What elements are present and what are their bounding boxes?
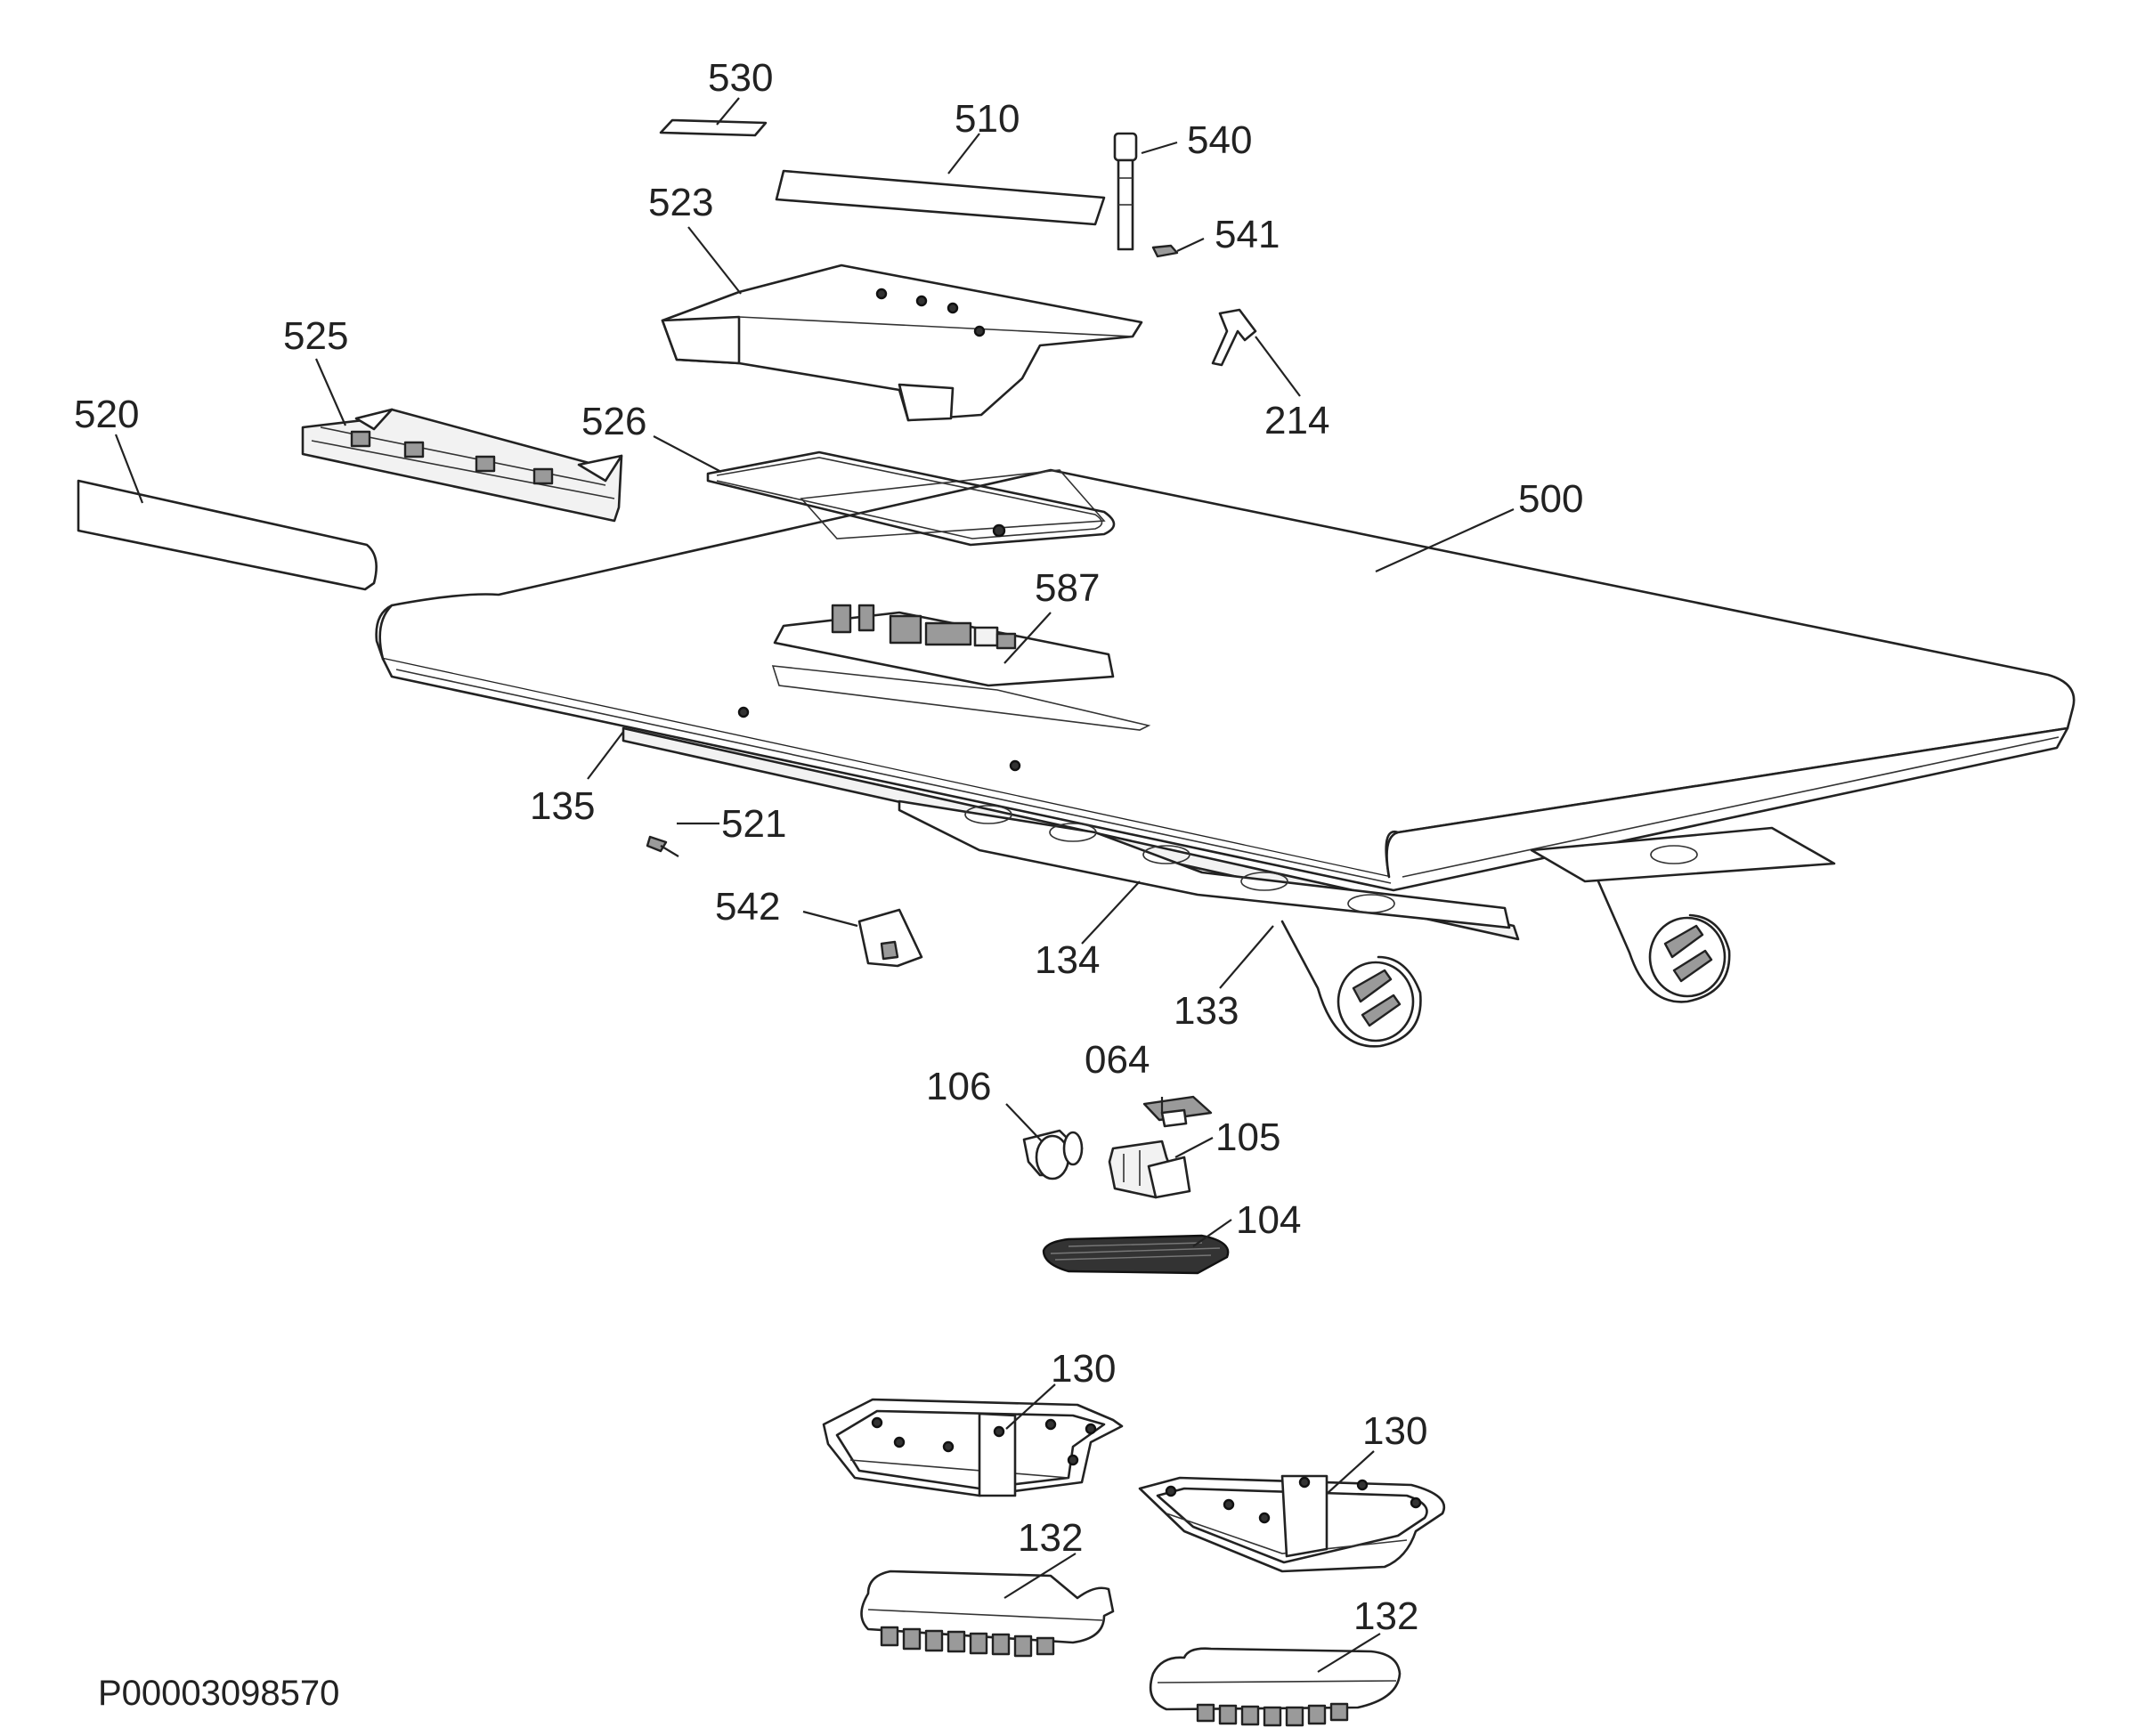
- callout-542: 542: [715, 885, 780, 929]
- callout-523: 523: [648, 181, 713, 224]
- part-132-drawer-left: [860, 1570, 1115, 1658]
- callout-510: 510: [955, 97, 1020, 141]
- callout-064: 064: [1085, 1038, 1150, 1082]
- part-105-housing: [1108, 1140, 1191, 1199]
- part-130-pan-left: [822, 1398, 1124, 1497]
- part-510-sheet: [775, 169, 1106, 226]
- part-133-knob-right: [1597, 880, 1731, 1003]
- part-500-panel: [375, 468, 2076, 892]
- callout-540: 540: [1187, 118, 1252, 162]
- part-104-mesh-plate: [1042, 1234, 1230, 1275]
- part-132-drawer-right: [1149, 1647, 1402, 1727]
- part-214-connector: [1211, 308, 1257, 367]
- part-133-knob-left: [1280, 920, 1422, 1048]
- callout-130-right: 130: [1362, 1409, 1427, 1453]
- callout-134: 134: [1035, 938, 1100, 982]
- part-526-gasket: [706, 450, 1116, 547]
- document-id: P00003098570: [98, 1674, 339, 1713]
- callout-133: 133: [1174, 989, 1239, 1033]
- callout-214: 214: [1264, 399, 1329, 442]
- part-541-clip: [1151, 244, 1179, 258]
- leader-lines: [114, 97, 1515, 1673]
- part-106-cylinder: [1022, 1129, 1084, 1180]
- callout-520: 520: [74, 393, 139, 436]
- part-542-bracket: [857, 908, 923, 968]
- part-130-pan-right: [1138, 1474, 1445, 1573]
- part-525-bracket: [301, 408, 623, 523]
- callout-541: 541: [1215, 213, 1280, 256]
- callout-104: 104: [1236, 1198, 1301, 1242]
- callout-130-left: 130: [1051, 1347, 1116, 1391]
- part-587-circuit-board: [737, 604, 1151, 772]
- callout-labels: 530 510 540 541 523 525 520 214 526 500 …: [74, 56, 1583, 1638]
- callout-521: 521: [721, 802, 786, 846]
- part-530-plate: [659, 118, 768, 137]
- callout-500: 500: [1518, 477, 1583, 521]
- part-064-clip: [1142, 1095, 1213, 1128]
- part-521-screw: [646, 835, 679, 857]
- part-135-channel: [622, 726, 1836, 941]
- part-523-duct-cover: [661, 264, 1143, 422]
- callout-105: 105: [1215, 1115, 1280, 1159]
- callout-526: 526: [581, 400, 646, 443]
- callout-132-right: 132: [1353, 1594, 1418, 1638]
- part-540-bolt: [1113, 132, 1138, 251]
- callout-530: 530: [708, 56, 773, 100]
- callout-525: 525: [283, 314, 348, 358]
- callout-106: 106: [926, 1065, 991, 1108]
- part-520-strip: [77, 479, 378, 591]
- callout-135: 135: [530, 784, 595, 828]
- callout-132-left: 132: [1018, 1516, 1083, 1560]
- callout-587: 587: [1035, 566, 1100, 610]
